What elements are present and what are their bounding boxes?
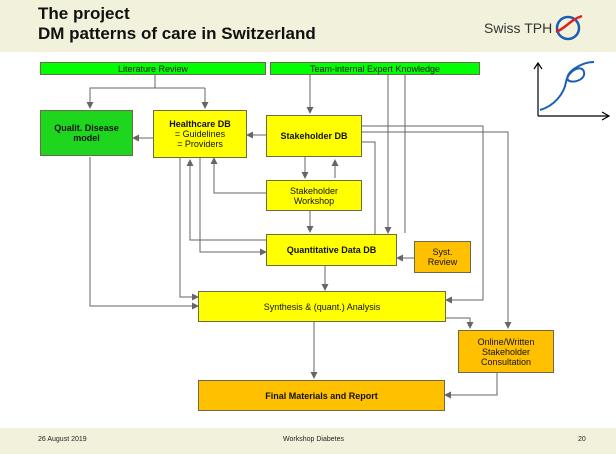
stakeholder-workshop-line-1: Stakeholder (289, 185, 339, 196)
qualit-model-line-2: model (73, 133, 100, 143)
consultation-line-1: Online/Written (477, 336, 535, 347)
footer-bar (0, 428, 616, 454)
quantitative-data-db-label: Quantitative Data DB (286, 245, 377, 255)
healthcare-db-title: Healthcare DB (169, 119, 231, 129)
synthesis-analysis-label: Synthesis & (quant.) Analysis (263, 301, 381, 312)
stakeholder-db-box: Stakeholder DB (266, 115, 362, 157)
syst-review-line-2: Review (427, 257, 458, 267)
literature-review-label: Literature Review (117, 63, 189, 74)
title-bar (0, 0, 616, 52)
brand-name: Swiss TPH (484, 20, 553, 36)
qualit-model-line-1: Qualit. Disease (54, 123, 119, 133)
healthcare-db-line-2: = Guidelines (174, 129, 226, 139)
consultation-line-2: Stakeholder (481, 346, 531, 357)
quantitative-data-db-box: Quantitative Data DB (266, 234, 397, 266)
syst-review-box: Syst. Review (414, 241, 471, 273)
footer-page-number: 20 (578, 436, 586, 443)
final-materials-report-box: Final Materials and Report (198, 380, 445, 411)
qualit-disease-model-box: Qualit. Disease model (40, 110, 133, 156)
expert-knowledge-box: Team-internal Expert Knowledge (270, 62, 480, 75)
footer-center: Workshop Diabetes (283, 436, 344, 443)
stakeholder-workshop-box: Stakeholder Workshop (266, 180, 362, 211)
title-line-2: DM patterns of care in Switzerland (38, 24, 316, 43)
synthesis-analysis-box: Synthesis & (quant.) Analysis (198, 291, 446, 322)
swiss-tph-logo-icon (555, 14, 583, 41)
literature-review-box: Literature Review (40, 62, 266, 75)
curve-graph-icon (533, 61, 611, 121)
consultation-line-3: Consultation (480, 356, 532, 367)
final-report-label: Final Materials and Report (265, 390, 378, 401)
stakeholder-consultation-box: Online/Written Stakeholder Consultation (458, 330, 554, 373)
footer-date: 26 August 2019 (38, 436, 87, 443)
stakeholder-workshop-line-2: Workshop (293, 195, 335, 206)
syst-review-line-1: Syst. (432, 247, 453, 257)
healthcare-db-line-3: = Providers (177, 139, 223, 149)
expert-knowledge-label: Team-internal Expert Knowledge (309, 63, 441, 74)
title-line-1: The project (38, 4, 130, 23)
stakeholder-db-label: Stakeholder DB (280, 131, 348, 141)
healthcare-db-box: Healthcare DB = Guidelines = Providers (153, 110, 247, 158)
